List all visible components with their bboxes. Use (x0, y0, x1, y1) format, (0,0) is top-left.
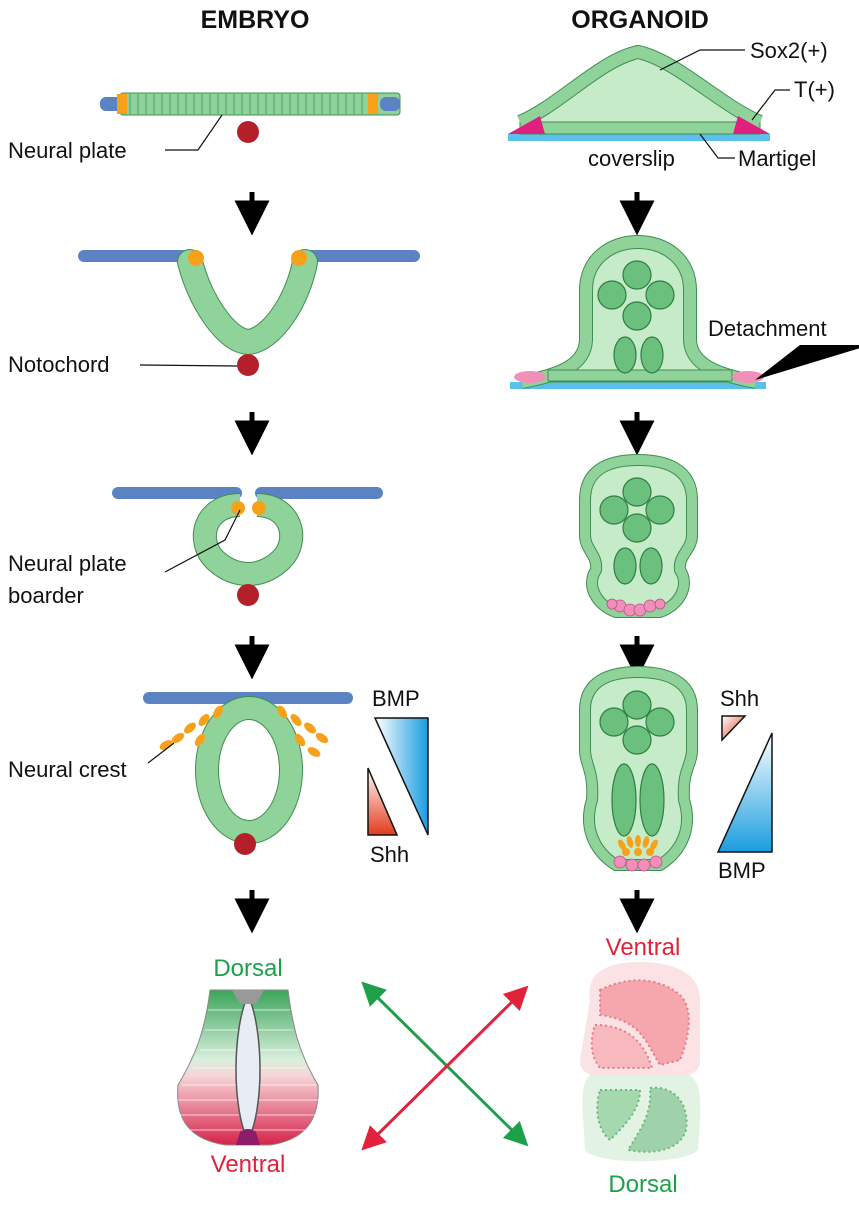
embryo-shh-label: Shh (370, 842, 409, 867)
closing-tube-cells (193, 494, 303, 586)
detachment-label: Detachment (708, 316, 827, 341)
martigel-leader (699, 133, 735, 159)
neural-plate-border-label-2: boarder (8, 583, 84, 608)
epidermis-left (100, 97, 120, 111)
sox2-label: Sox2(+) (750, 38, 828, 63)
embryo-stage-1-neural-plate: Neural plate (8, 92, 401, 163)
coverslip (510, 382, 766, 389)
embryo-bmp-label: BMP (372, 686, 420, 711)
epidermis-right (380, 97, 400, 111)
red-double-arrow (361, 985, 529, 1151)
embryo-ventral-label: Ventral (211, 1151, 286, 1178)
t-positive-left (508, 116, 545, 134)
border-cell-left (231, 501, 245, 515)
neural-crest-leader (147, 742, 175, 764)
floor-signal-cells (618, 835, 658, 856)
t-label: T(+) (794, 77, 835, 102)
rosettes (599, 477, 675, 543)
epidermis-right (255, 487, 383, 499)
t-positive-right (733, 116, 770, 134)
organoid-bmp-label: BMP (718, 858, 766, 883)
lumen-ovals (611, 763, 665, 837)
notochord-leader (139, 364, 238, 367)
border-cell-right (291, 250, 307, 266)
notochord-circle (237, 354, 259, 376)
organoid-stage-1-dome: Sox2(+) T(+) coverslip Martigel (508, 38, 835, 171)
inversion-arrows (361, 981, 529, 1151)
neural-fold-cells (178, 250, 317, 355)
border-cell-right (368, 94, 378, 114)
embryo-stage-3-closing: Neural plate boarder (8, 487, 383, 608)
dorsal-domain-b (626, 1086, 688, 1153)
embryo-header: EMBRYO (201, 6, 310, 34)
neural-plate-border-label-1: Neural plate (8, 551, 127, 576)
rosettes (599, 690, 675, 755)
coverslip (508, 134, 770, 141)
organoid-stage-2-growth: Detachment (510, 234, 859, 389)
neural-crest-label: Neural crest (8, 757, 127, 782)
lumen-ovals (613, 336, 664, 374)
organoid-wall-cells (520, 235, 758, 388)
t-leader (751, 89, 790, 121)
dome-lumen (519, 51, 761, 123)
neural-plate-label: Neural plate (8, 138, 127, 163)
epidermis-left (112, 487, 242, 499)
embryo-stage-5-patterned: Dorsal Ventral (177, 955, 320, 1178)
border-cell-right (252, 501, 266, 515)
embryo-stage-2-fold: Notochord (8, 249, 420, 377)
organoid-base-cells (547, 369, 733, 382)
martigel-label: Martigel (738, 146, 816, 171)
organoid-wall-cells (580, 666, 697, 870)
t-cells-left (514, 371, 546, 383)
neural-plate-leader (165, 114, 223, 151)
bmp-gradient-triangle (716, 732, 773, 853)
ventral-domain-a (599, 979, 690, 1067)
dome-cells (517, 45, 763, 128)
neural-crest-cells (159, 705, 329, 757)
notochord-circle (237, 584, 259, 606)
shh-gradient-triangle (721, 715, 747, 742)
neural-tube-cells (196, 697, 302, 843)
border-cell-left (117, 94, 127, 114)
detachment-pointer (755, 345, 859, 380)
lumen-ovals (613, 547, 663, 585)
embryo-stage-4-tube: Neural crest BMP Shh (8, 686, 429, 867)
sox2-leader (659, 49, 745, 71)
organoid-stage-4-gradients: Shh BMP (579, 665, 773, 883)
notochord-label: Notochord (8, 352, 110, 377)
border-cell-left (188, 250, 204, 266)
organoid-wall-cells (580, 454, 697, 617)
ventral-domain-b (590, 1023, 654, 1069)
rosettes (597, 260, 675, 331)
t-cells (613, 855, 663, 872)
shh-gradient-triangle (367, 767, 399, 836)
notochord-circle (234, 833, 256, 855)
roof-plate (232, 990, 264, 1004)
t-cells-right (732, 371, 764, 383)
border-leader (164, 509, 241, 573)
organoid-header: ORGANOID (571, 6, 709, 34)
coverslip-label: coverslip (588, 146, 675, 171)
matrigel-base-cells (519, 121, 761, 135)
dorsal-domain-a (596, 1089, 642, 1142)
organoid-stage-5-patterned: Ventral Dorsal (580, 934, 701, 1198)
organoid-dorsal-label: Dorsal (608, 1171, 677, 1198)
epidermis-right (300, 250, 420, 262)
t-cells (606, 598, 666, 617)
bmp-gradient-triangle (373, 717, 429, 836)
organoid-stage-3-detached (579, 453, 698, 618)
notochord-circle (237, 121, 259, 143)
embryo-dorsal-label: Dorsal (213, 955, 282, 982)
floor-plate (236, 1129, 260, 1145)
epidermis-left (78, 250, 193, 262)
organoid-ventral-label: Ventral (606, 934, 681, 961)
organoid-shh-label: Shh (720, 686, 759, 711)
